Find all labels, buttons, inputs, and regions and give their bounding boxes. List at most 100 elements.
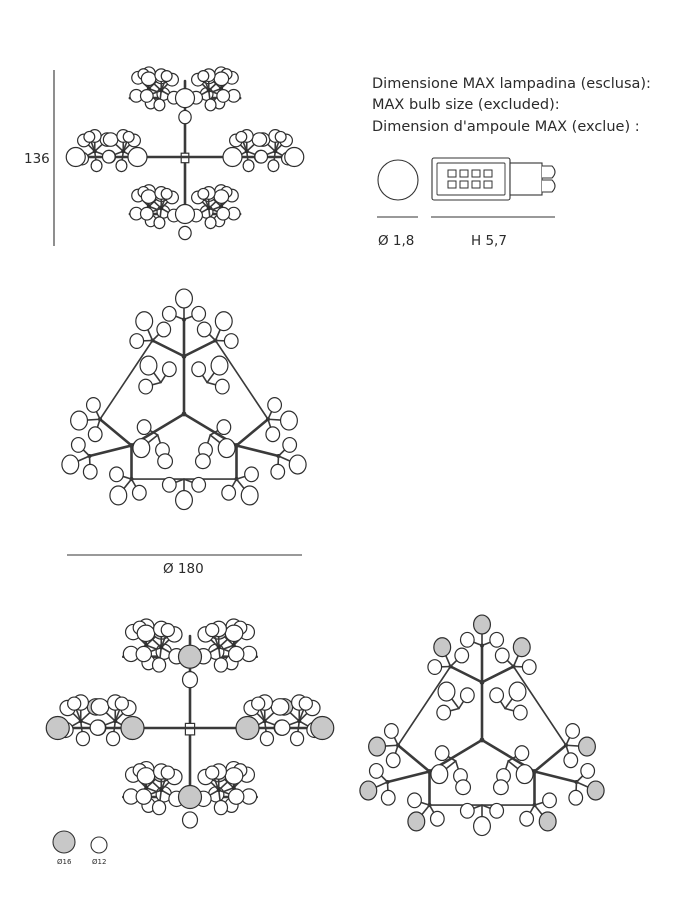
small-bulb: [519, 810, 535, 827]
side-view-drawing: [65, 66, 305, 241]
large-bulb-swatch: [52, 830, 76, 854]
small-bulb: [434, 745, 450, 762]
small-bulb: [161, 476, 177, 493]
chandelier-arm: [235, 444, 280, 458]
small-bulb: [267, 397, 283, 413]
small-bulb: [122, 130, 135, 143]
small-bulb: [284, 146, 305, 168]
small-bulb: [205, 622, 220, 638]
small-bulb: [205, 765, 220, 780]
small-bulb: [151, 657, 167, 673]
chandelier-arm: [99, 339, 154, 421]
small-bulb: [454, 647, 470, 664]
small-bulb: [265, 426, 281, 443]
small-bulb: [429, 810, 445, 827]
large-bulb: [407, 811, 426, 832]
small-bulb: [515, 764, 534, 785]
chandelier-arm: [480, 665, 515, 684]
small-bulb: [160, 622, 175, 638]
small-bulb: [75, 730, 91, 747]
small-bulb: [131, 484, 147, 501]
large-bulb-label: Ø16: [57, 858, 72, 866]
bulb-spec-line-fr: Dimension d'ampoule MAX (exclue) :: [372, 119, 640, 135]
small-bulb: [273, 719, 291, 736]
small-bulb: [214, 378, 230, 395]
height-label: 136: [24, 151, 50, 167]
arm-joint: [206, 88, 211, 93]
small-bulb: [251, 696, 266, 711]
small-bulb-swatch: [90, 836, 108, 854]
top-view-bulb-legend-drawing: [359, 614, 605, 837]
small-bulb: [191, 361, 207, 378]
chandelier-arm: [397, 665, 452, 747]
small-bulb: [580, 762, 596, 779]
small-bulb: [213, 71, 230, 87]
chandelier-arm: [386, 770, 431, 784]
small-bulb: [542, 792, 557, 809]
chandelier-arm: [449, 665, 484, 684]
small-bulb: [90, 698, 110, 716]
small-bulb: [489, 631, 505, 648]
chandelier-arm: [214, 339, 269, 421]
large-bulb: [586, 780, 605, 801]
arm-joint: [262, 719, 267, 724]
small-bulb: [508, 681, 527, 702]
bulb-round-icon: [377, 159, 419, 201]
small-bulb: [383, 723, 399, 739]
small-bulb: [213, 189, 230, 204]
small-bulb: [191, 305, 207, 322]
small-bulb: [279, 410, 298, 431]
bulb-spec-line-it: Dimensione MAX lampadina (esclusa):: [372, 76, 651, 92]
small-bulb: [221, 484, 237, 501]
small-bulb: [61, 454, 80, 475]
small-bulb: [214, 311, 233, 332]
small-bulb: [223, 333, 239, 349]
small-bulb: [140, 71, 157, 87]
arm-joint: [216, 788, 221, 793]
small-bulb: [132, 438, 151, 459]
small-bulb: [140, 189, 157, 204]
bulb-diameter-label: Ø 1,8: [378, 233, 414, 249]
small-bulb: [494, 647, 510, 664]
small-bulb: [139, 355, 158, 376]
small-bulb: [87, 426, 103, 443]
small-bulb: [135, 311, 154, 332]
top-view-drawing: [61, 288, 307, 511]
large-bulb: [577, 736, 596, 757]
arm-joint: [297, 719, 302, 724]
small-bulb: [473, 816, 492, 837]
small-bulb: [136, 624, 156, 643]
small-bulb: [175, 288, 194, 309]
small-bulb: [65, 146, 86, 168]
chandelier-arm: [88, 444, 133, 458]
diameter-dimension: Ø 180: [67, 554, 302, 577]
arm-joint: [159, 788, 164, 793]
large-bulb: [368, 736, 387, 757]
small-bulb: [156, 321, 172, 338]
chandelier-arm: [512, 665, 567, 747]
small-bulb: [270, 698, 290, 716]
small-bulb: [521, 659, 537, 675]
small-bulb: [85, 397, 101, 413]
small-bulb: [240, 485, 259, 506]
small-bulb: [135, 645, 153, 663]
small-bulb: [267, 159, 280, 173]
small-bulb: [153, 216, 166, 230]
arm-joint: [78, 719, 83, 724]
small-bulb: [437, 681, 456, 702]
small-bulb: [242, 159, 255, 173]
chandelier-arm: [182, 339, 217, 358]
small-bulb: [430, 764, 449, 785]
small-bulb: [89, 719, 107, 736]
arm-joint: [159, 645, 164, 650]
small-bulb: [114, 696, 129, 711]
small-bulb: [227, 788, 245, 805]
small-bulb: [489, 802, 505, 819]
bulb-g9-icon: [431, 157, 556, 201]
small-bulb: [227, 645, 245, 663]
small-bulb: [70, 410, 89, 431]
small-bulb: [181, 671, 199, 689]
bulb-height-label: H 5,7: [471, 233, 507, 249]
arm-joint: [273, 149, 278, 154]
